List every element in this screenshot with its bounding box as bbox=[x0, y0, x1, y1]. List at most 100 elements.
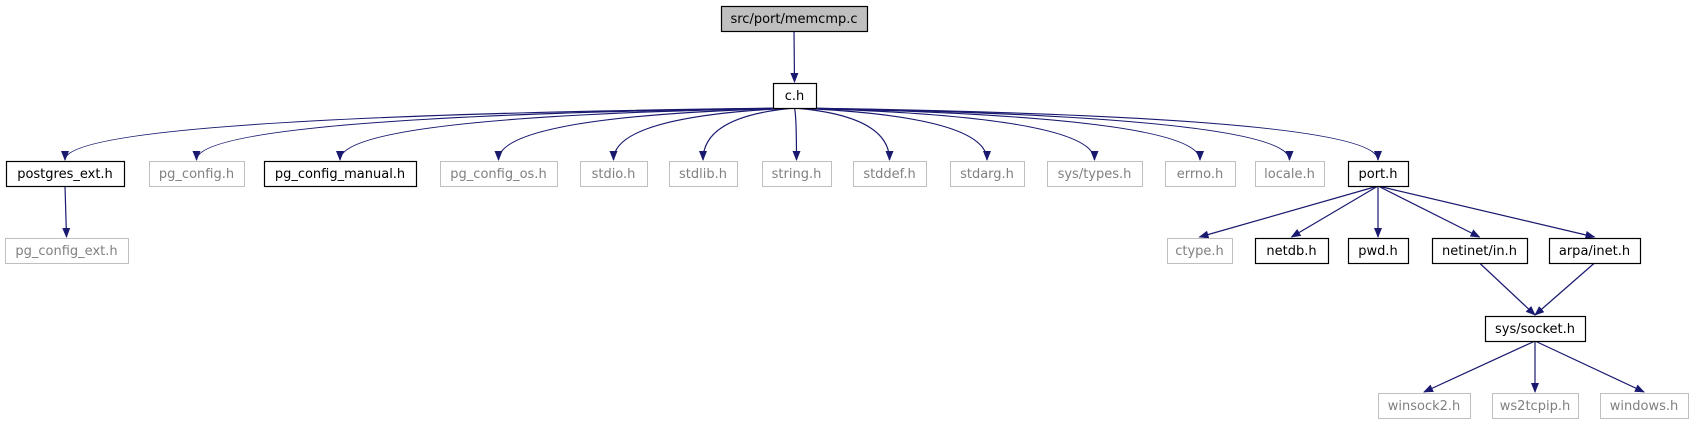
node-box bbox=[1492, 393, 1579, 419]
node-box bbox=[1167, 238, 1233, 264]
node-memcmp[interactable]: src/port/memcmp.c bbox=[720, 5, 869, 33]
node-label: postgres_ext.h bbox=[17, 167, 113, 182]
node-label: sys/types.h bbox=[1058, 167, 1132, 182]
node-box bbox=[669, 161, 738, 187]
node-label: arpa/inet.h bbox=[1559, 244, 1630, 259]
edge-c_h-to-stdio bbox=[609, 107, 795, 161]
node-box bbox=[1600, 393, 1689, 419]
node-stddef: stddef.h bbox=[853, 161, 927, 187]
node-label: stdlib.h bbox=[679, 167, 727, 182]
node-locale: locale.h bbox=[1255, 161, 1325, 187]
edge-memcmp-to-c_h bbox=[790, 30, 799, 83]
edge-sys_socket-to-windows bbox=[1534, 340, 1645, 393]
edge-c_h-to-pg_config_manual bbox=[336, 107, 795, 161]
node-label: locale.h bbox=[1264, 167, 1315, 182]
node-box bbox=[580, 161, 648, 187]
nodes-layer: src/port/memcmp.c c.h postgres_ext.h pg_con… bbox=[5, 5, 1689, 419]
node-label: c.h bbox=[785, 89, 805, 104]
node-box bbox=[1548, 237, 1642, 265]
node-label: src/port/memcmp.c bbox=[730, 12, 857, 27]
node-string: string.h bbox=[762, 161, 832, 187]
edge-port-to-ctype bbox=[1198, 185, 1379, 239]
node-sys-socket[interactable]: sys/socket.h bbox=[1484, 315, 1587, 343]
node-box bbox=[1347, 237, 1410, 265]
edge-c_h-to-stdarg bbox=[794, 107, 991, 161]
node-box bbox=[950, 161, 1025, 187]
node-label: port.h bbox=[1358, 167, 1397, 182]
node-box bbox=[1165, 161, 1236, 187]
node-label: ws2tcpip.h bbox=[1500, 399, 1570, 414]
node-box bbox=[720, 5, 869, 33]
edge-c_h-to-errno bbox=[794, 107, 1204, 161]
node-box bbox=[1347, 160, 1410, 188]
node-label: stdio.h bbox=[592, 167, 636, 182]
node-arpa-inet[interactable]: arpa/inet.h bbox=[1548, 237, 1642, 265]
node-netdb[interactable]: netdb.h bbox=[1254, 237, 1330, 265]
edge-c_h-to-stdlib bbox=[699, 107, 795, 161]
edge-port-to-netinet_in bbox=[1377, 185, 1481, 238]
edge-netinet_in-to-sys_socket bbox=[1479, 262, 1536, 316]
node-label: pwd.h bbox=[1358, 244, 1398, 259]
node-box bbox=[762, 161, 832, 187]
edge-c_h-to-stddef bbox=[794, 107, 894, 161]
node-netinet-in[interactable]: netinet/in.h bbox=[1431, 237, 1529, 265]
node-label: stdarg.h bbox=[960, 167, 1014, 182]
node-box bbox=[853, 161, 927, 187]
node-errno: errno.h bbox=[1165, 161, 1236, 187]
node-box bbox=[1047, 161, 1143, 187]
edge-c_h-to-postgres_ext bbox=[61, 107, 795, 161]
node-label: ctype.h bbox=[1175, 244, 1224, 259]
edge-c_h-to-port bbox=[794, 107, 1382, 161]
node-box bbox=[5, 160, 126, 188]
node-port[interactable]: port.h bbox=[1347, 160, 1410, 188]
node-pg-config-ext: pg_config_ext.h bbox=[5, 238, 129, 264]
node-label: windows.h bbox=[1610, 399, 1678, 414]
edge-port-to-arpa_inet bbox=[1377, 185, 1596, 239]
node-stdarg: stdarg.h bbox=[950, 161, 1025, 187]
node-box bbox=[1254, 237, 1330, 265]
node-pg-config-os: pg_config_os.h bbox=[440, 161, 558, 187]
node-label: sys/socket.h bbox=[1495, 322, 1575, 337]
edge-c_h-to-string bbox=[792, 107, 801, 161]
node-label: netinet/in.h bbox=[1442, 244, 1517, 259]
node-label: pg_config.h bbox=[159, 167, 234, 182]
node-label: winsock2.h bbox=[1388, 399, 1461, 414]
edge-port-to-netdb bbox=[1290, 185, 1379, 238]
edge-c_h-to-pg_config_os bbox=[494, 107, 795, 161]
node-box bbox=[1431, 237, 1529, 265]
node-box bbox=[149, 161, 245, 187]
node-pg-config: pg_config.h bbox=[149, 161, 245, 187]
node-label: string.h bbox=[772, 167, 822, 182]
edge-arpa_inet-to-sys_socket bbox=[1534, 262, 1595, 316]
node-stdio: stdio.h bbox=[580, 161, 648, 187]
node-windows: windows.h bbox=[1600, 393, 1689, 419]
node-ws2tcpip: ws2tcpip.h bbox=[1492, 393, 1579, 419]
node-box bbox=[263, 160, 418, 188]
node-sys-types: sys/types.h bbox=[1047, 161, 1143, 187]
node-box bbox=[440, 161, 558, 187]
node-box bbox=[1378, 393, 1471, 419]
edge-c_h-to-locale bbox=[794, 107, 1294, 161]
node-c-h[interactable]: c.h bbox=[772, 82, 818, 110]
edge-postgres_ext-to-pg_config_ext bbox=[62, 185, 71, 238]
node-label: netdb.h bbox=[1266, 244, 1316, 259]
edge-sys_socket-to-winsock2 bbox=[1423, 340, 1536, 393]
node-postgres-ext[interactable]: postgres_ext.h bbox=[5, 160, 126, 188]
node-box bbox=[1255, 161, 1325, 187]
node-ctype: ctype.h bbox=[1167, 238, 1233, 264]
node-box bbox=[5, 238, 129, 264]
edge-c_h-to-pg_config bbox=[192, 107, 795, 161]
node-winsock2: winsock2.h bbox=[1378, 393, 1471, 419]
node-label: pg_config_ext.h bbox=[15, 244, 117, 259]
node-stdlib: stdlib.h bbox=[669, 161, 738, 187]
node-pwd[interactable]: pwd.h bbox=[1347, 237, 1410, 265]
node-box bbox=[772, 82, 818, 110]
node-label: stddef.h bbox=[863, 167, 915, 182]
node-label: pg_config_manual.h bbox=[275, 167, 405, 182]
edge-c_h-to-sys_types bbox=[794, 107, 1099, 161]
node-box bbox=[1484, 315, 1587, 343]
node-label: errno.h bbox=[1177, 167, 1224, 182]
edges-layer bbox=[61, 30, 1645, 393]
node-pg-config-manual[interactable]: pg_config_manual.h bbox=[263, 160, 418, 188]
